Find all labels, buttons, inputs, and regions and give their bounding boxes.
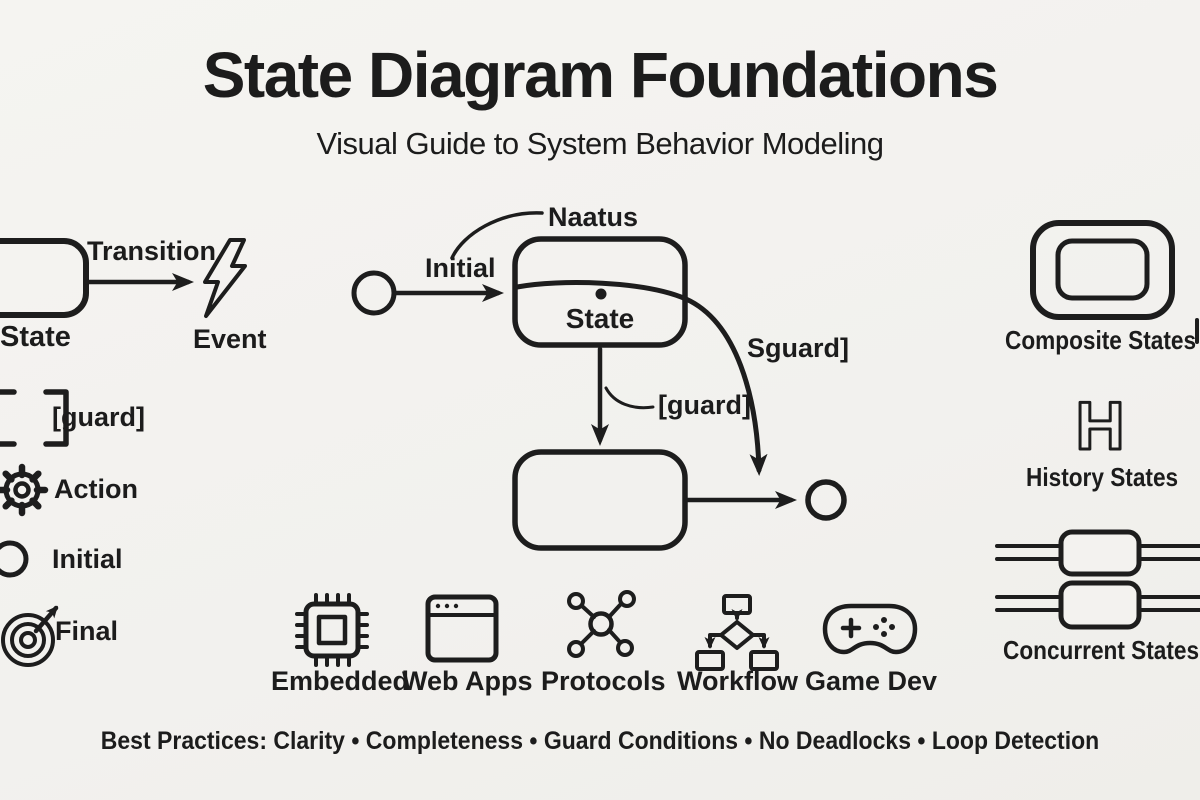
target-dart-icon — [1, 605, 59, 667]
state-box-label: State — [565, 303, 635, 334]
page-title: State Diagram Foundations — [202, 39, 999, 111]
flowchart-icon — [695, 594, 779, 671]
outlined-h-icon: H — [1075, 388, 1124, 464]
legend-item-final: Final — [55, 616, 119, 646]
browser-window-icon — [425, 594, 499, 663]
annotation-top-label: Naatus — [548, 202, 639, 232]
composite-states-label: Composite States — [1005, 325, 1197, 355]
state-shape — [0, 238, 89, 318]
app-label-embedded: Embedded — [271, 666, 410, 696]
nested-rounded-rects-icon — [1030, 220, 1175, 320]
state-dot — [595, 288, 607, 300]
legend-item-action: Action — [54, 474, 138, 504]
chip-icon — [295, 593, 369, 667]
annotation-leader-line — [450, 211, 544, 260]
circle-icon — [0, 540, 29, 578]
transition-label: Transition — [87, 236, 217, 266]
lightning-icon — [203, 238, 247, 318]
best-practices-text: Best Practices: Clarity • Completeness •… — [100, 727, 1100, 755]
state-label: State — [0, 321, 71, 353]
event-label: Event — [193, 324, 267, 354]
guard-label: [guard] — [658, 390, 751, 420]
gear-icon — [0, 463, 49, 517]
sguard-curve-arrow — [514, 280, 768, 476]
app-label-webapps: Web Apps — [402, 666, 533, 696]
legend-item-initial: Initial — [52, 544, 123, 574]
initial-state-node — [351, 270, 397, 316]
legend-item-guard: [guard] — [52, 402, 145, 432]
guard-leader-line — [604, 386, 655, 410]
history-states-label: History States — [1026, 462, 1179, 492]
final-state-node — [805, 479, 847, 521]
state-box-2 — [512, 449, 688, 551]
initial-arrow-label: Initial — [425, 253, 496, 283]
concurrent-states-label: Concurrent States — [1003, 635, 1200, 665]
state-box-1 — [512, 236, 688, 348]
app-label-workflow: Workflow — [677, 666, 798, 696]
gamepad-icon — [822, 603, 918, 655]
app-label-gamedev: Game Dev — [805, 666, 938, 696]
parallel-lanes-icon — [995, 529, 1200, 630]
page-subtitle: Visual Guide to System Behavior Modeling — [316, 126, 884, 161]
guard-brackets-icon — [0, 389, 69, 447]
curve-label: Sguard] — [747, 333, 850, 363]
network-nodes-icon — [567, 590, 636, 658]
app-label-protocols: Protocols — [541, 666, 666, 696]
